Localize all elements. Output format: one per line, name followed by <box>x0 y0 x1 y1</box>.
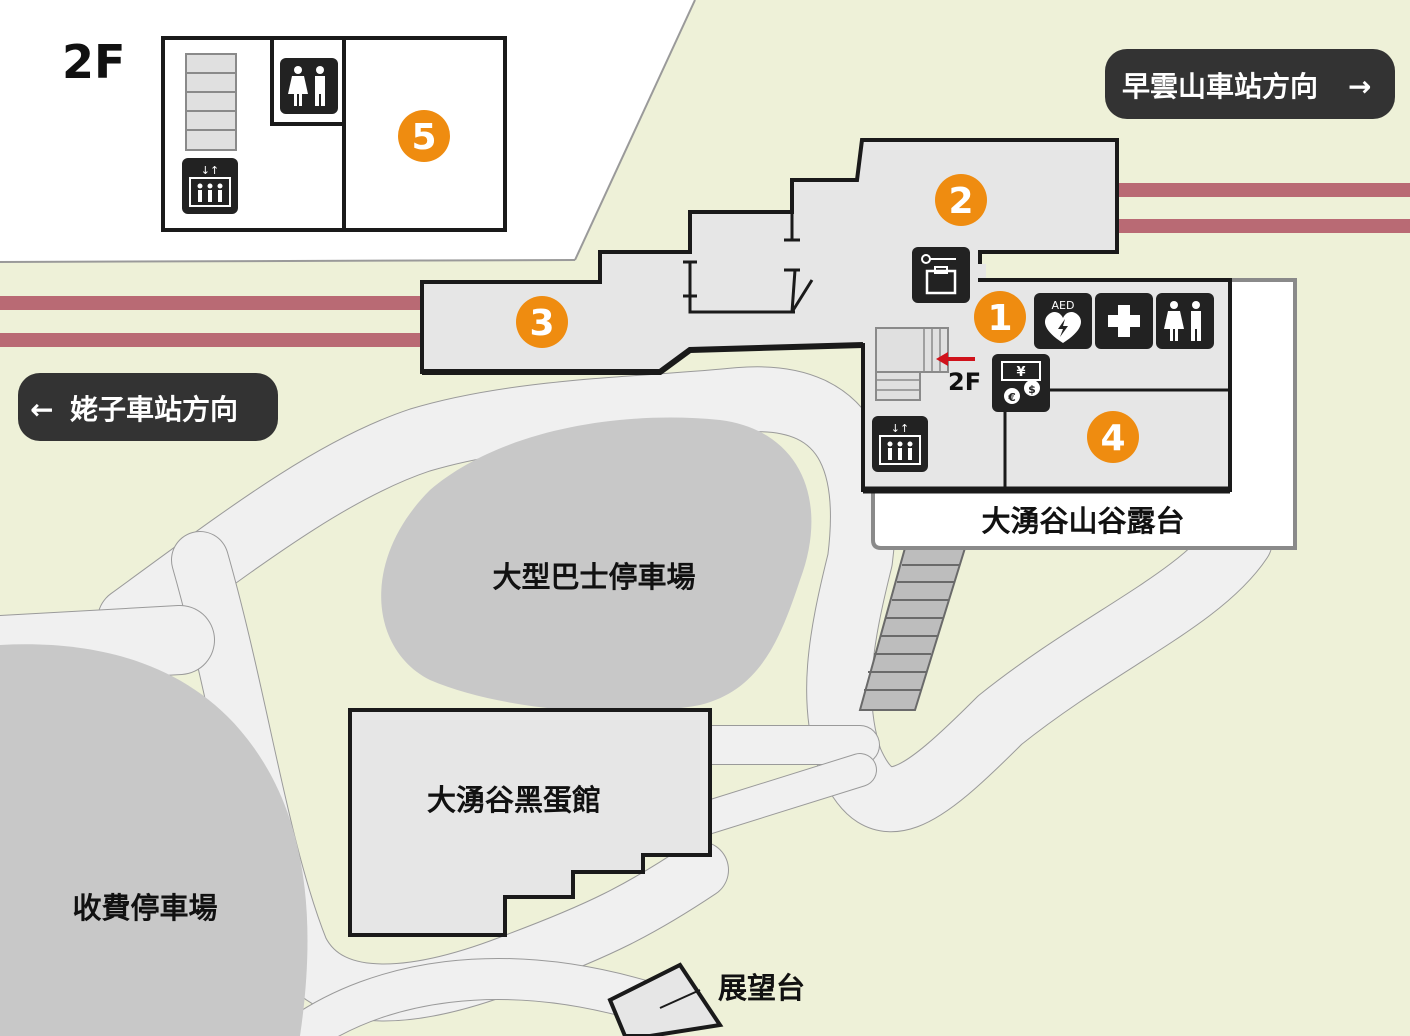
locker-icon <box>912 247 970 303</box>
svg-text:2: 2 <box>948 181 973 222</box>
direction-pill-right[interactable]: 早雲山車站方向 → <box>1105 49 1395 119</box>
elevator-icon: ↓↑ <box>872 416 928 472</box>
svg-text:4: 4 <box>1100 418 1125 459</box>
svg-text:€: € <box>1007 391 1016 404</box>
currency-exchange-icon: ¥ € $ <box>992 354 1050 412</box>
marker-2[interactable]: 2 <box>935 174 987 226</box>
egg-hall-building <box>348 708 712 937</box>
svg-text:$: $ <box>1028 383 1036 396</box>
paid-parking-label: 收費停車場 <box>72 891 217 925</box>
inset-elevator-icon: ↓↑ <box>182 158 238 214</box>
building-notch <box>978 264 986 278</box>
direction-pill-left[interactable]: ← 姥子車站方向 <box>18 373 278 441</box>
observation-deck-label: 展望台 <box>718 971 805 1005</box>
bus-parking-area <box>381 417 812 712</box>
arrow-right-icon: → <box>1348 70 1371 103</box>
marker-1[interactable]: 1 <box>974 291 1026 343</box>
svg-text:3: 3 <box>529 303 554 344</box>
inset-restroom-icon <box>280 58 338 114</box>
inset-stairs-icon <box>185 53 237 151</box>
ropeway-left <box>0 296 430 347</box>
stairs-up-icon <box>875 327 949 401</box>
svg-text:¥: ¥ <box>1016 365 1025 380</box>
observation-deck <box>607 962 724 1036</box>
marker-5[interactable]: 5 <box>398 110 450 162</box>
first-aid-icon <box>1095 293 1153 349</box>
terrace-label: 大湧谷山谷露台 <box>981 504 1184 538</box>
direction-right-label: 早雲山車站方向 <box>1122 70 1318 103</box>
marker-3[interactable]: 3 <box>516 296 568 348</box>
egg-hall-label: 大湧谷黑蛋館 <box>427 783 601 817</box>
marker-4[interactable]: 4 <box>1087 411 1139 463</box>
red-arrow-icon <box>936 352 975 366</box>
bus-parking-label: 大型巴士停車場 <box>492 560 695 594</box>
svg-text:↓↑: ↓↑ <box>201 164 219 177</box>
svg-text:1: 1 <box>987 298 1012 339</box>
svg-text:↓↑: ↓↑ <box>891 422 909 435</box>
restroom-icon <box>1156 293 1214 349</box>
aed-icon: AED <box>1034 293 1092 349</box>
stairs-2f-label: 2F <box>948 368 981 396</box>
ropeway-right <box>1110 183 1410 233</box>
floor-inset: 2F ↓↑ 5 <box>0 0 696 263</box>
floor-inset-label: 2F <box>62 35 125 89</box>
arrow-left-icon: ← <box>30 393 53 426</box>
svg-text:AED: AED <box>1052 299 1075 312</box>
direction-left-label: 姥子車站方向 <box>70 393 238 426</box>
paid-parking-area <box>0 644 308 1036</box>
svg-text:5: 5 <box>411 117 436 158</box>
